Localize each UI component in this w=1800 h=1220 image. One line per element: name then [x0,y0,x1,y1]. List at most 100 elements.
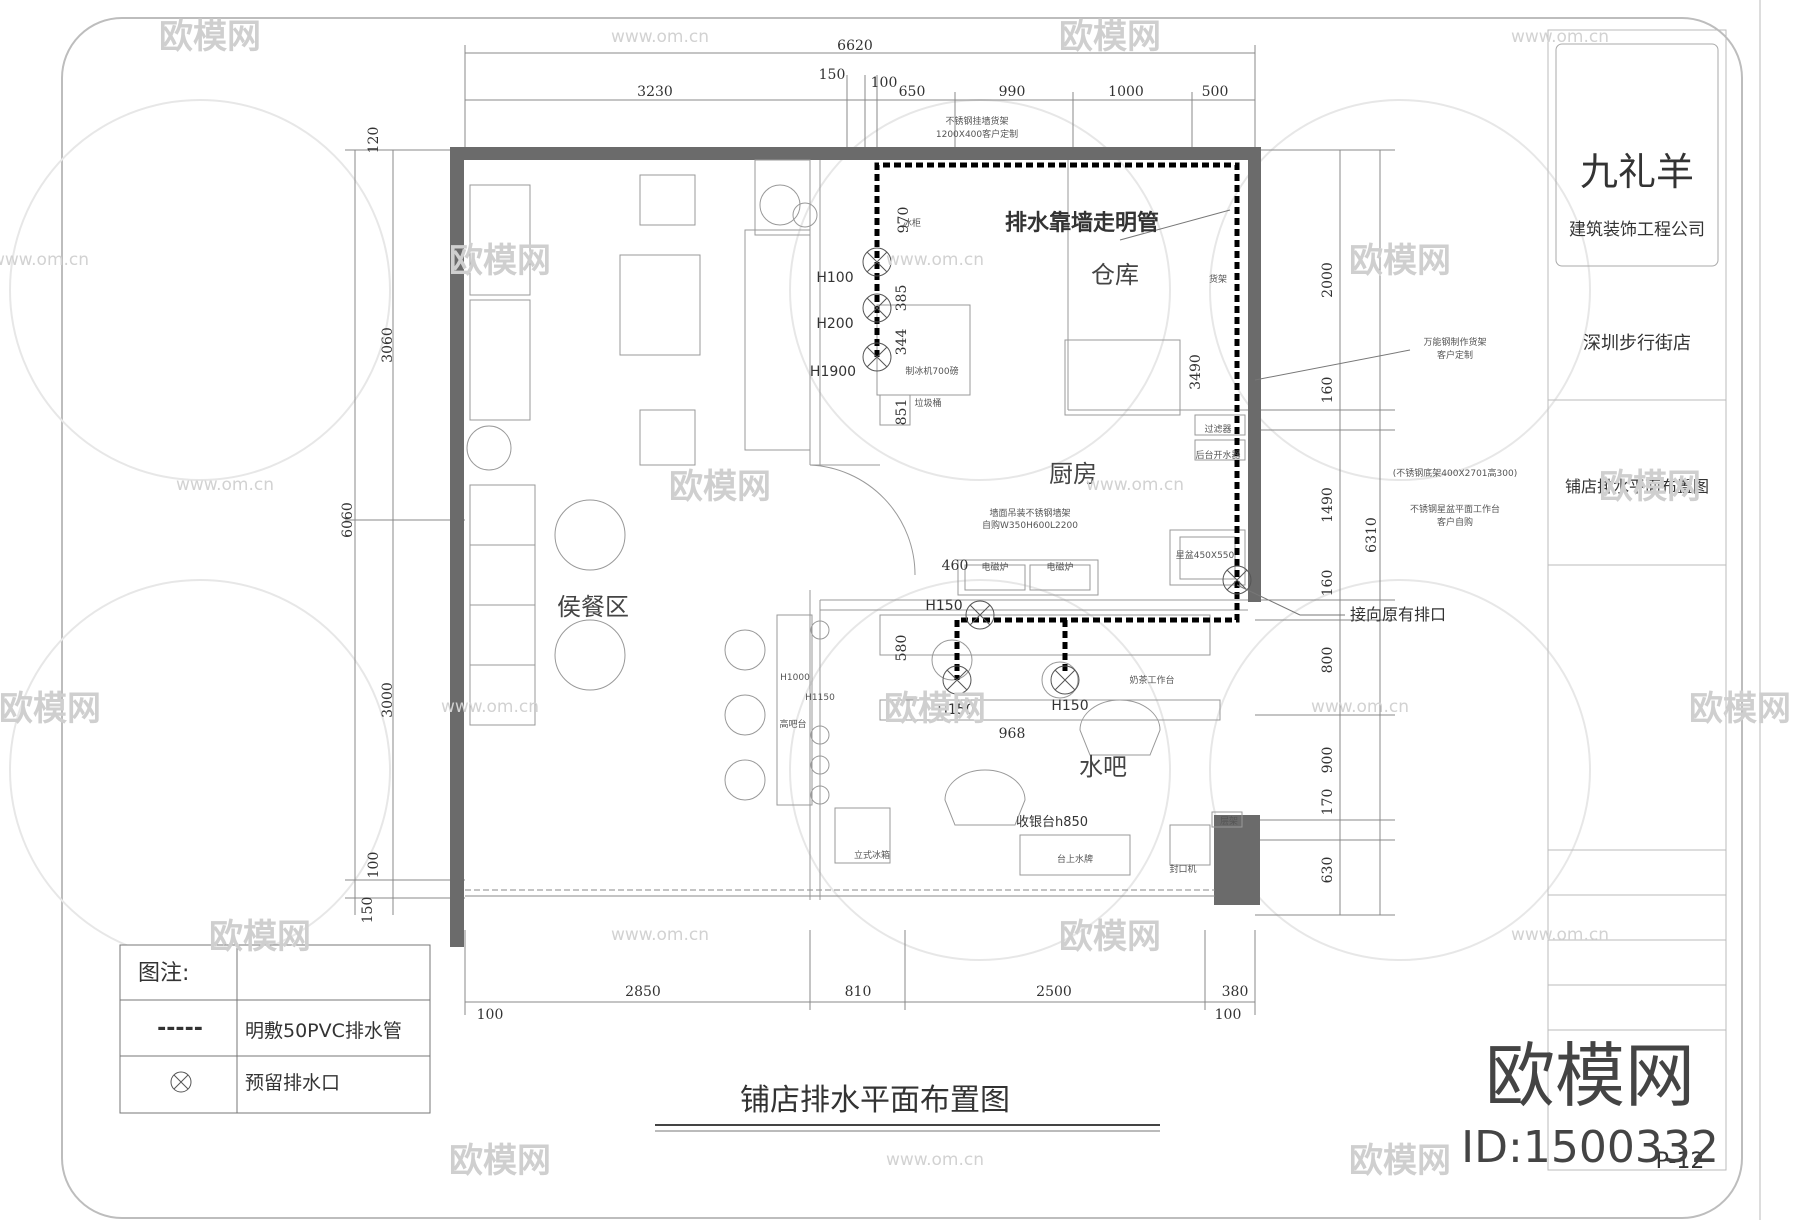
room-kitchen: 厨房 [1049,460,1097,488]
dim-top-2: 150 [819,67,846,83]
room-water-bar: 水吧 [1079,753,1127,781]
company-subtitle: 建筑装饰工程公司 [1569,220,1705,240]
svg-text:客户定制: 客户定制 [1437,349,1473,361]
dim-right-1: 2000 [1320,262,1336,298]
drawing-border [61,17,1743,1219]
brand-watermark: 欧模网 [1485,1035,1695,1117]
svg-text:奶茶工作台: 奶茶工作台 [1129,674,1174,686]
svg-text:385: 385 [894,285,910,312]
svg-text:客户自购: 客户自购 [1437,516,1473,528]
svg-text:欧模网: 欧模网 [1349,241,1451,281]
drawing-name: 铺店排水平面布置图 [1565,477,1709,496]
svg-text:制冰机700磅: 制冰机700磅 [905,365,958,377]
svg-text:欧模网: 欧模网 [884,689,986,729]
svg-text:www.om.cn: www.om.cn [176,475,274,495]
dim-right-6: 800 [1320,647,1336,674]
legend-dashed-desc: 明敷50PVC排水管 [245,1020,402,1042]
drain-outlets [862,247,1252,695]
svg-text:968: 968 [999,726,1026,742]
svg-text:3490: 3490 [1188,354,1204,390]
legend: 图注: ----- 明敷50PVC排水管 预留排水口 [119,944,431,1114]
svg-text:H1150: H1150 [805,693,835,703]
height-labels: H100 H200 H1900 H150 H150 H150 H1000 H11… [780,270,1088,718]
svg-text:H150: H150 [937,702,974,718]
furniture-dining [466,159,971,864]
svg-text:H150: H150 [1051,698,1088,714]
svg-text:电磁炉: 电磁炉 [981,561,1008,573]
dim-right-5: 160 [1320,570,1336,597]
dimension-texts: 6620 3230 150 100 650 990 1000 500 2850 … [340,38,1380,1023]
legend-dashed-symbol: ----- [157,1016,203,1041]
dim-right-9: 630 [1320,857,1336,884]
brand-id: ID:1500332 [1461,1122,1719,1173]
dim-left-2: 3060 [380,327,396,363]
cashier-label: 收银台h850 [1016,815,1088,830]
fixtures-kitchen [879,339,1246,876]
svg-text:高吧台: 高吧台 [779,718,806,730]
dim-right-3: 1490 [1320,487,1336,523]
walls [450,147,1261,947]
svg-text:欧模网: 欧模网 [1599,467,1701,507]
svg-text:欧模网: 欧模网 [449,1141,551,1181]
svg-text:460: 460 [942,558,969,574]
svg-text:欧模网: 欧模网 [1689,689,1791,729]
dim-left-1: 120 [366,127,382,154]
svg-text:970: 970 [896,207,912,234]
page-number: P-12 [1656,1149,1705,1174]
dim-top-5: 990 [999,84,1026,100]
svg-text:不锈钢星盆平面工作台: 不锈钢星盆平面工作台 [1410,503,1500,515]
legend-circle-desc: 预留排水口 [245,1072,340,1094]
leader-lines [1119,209,1411,616]
small-annotations: 不锈钢挂墙货架 1200X400客户定制 万能钢制作货架 客户定制 (不锈钢底架… [779,115,1517,875]
room-waiting-area: 侯餐区 [557,593,629,621]
svg-text:欧模网: 欧模网 [1059,917,1161,957]
svg-text:H150: H150 [925,598,962,614]
dim-top-6: 1000 [1108,84,1144,100]
svg-text:H1000: H1000 [780,673,810,683]
project-name: 深圳步行街店 [1583,333,1691,354]
svg-text:不锈钢挂墙货架: 不锈钢挂墙货架 [945,115,1008,127]
svg-text:自购W350H600L2200: 自购W350H600L2200 [982,519,1078,531]
dim-top-4: 650 [899,84,926,100]
inner-dimensions: 970 385 344 851 3490 460 580 968 [894,207,1204,742]
dim-top-1: 3230 [637,84,673,100]
dim-left-6: 150 [360,897,376,924]
dim-left-5: 100 [366,852,382,879]
svg-text:欧模网: 欧模网 [159,17,261,57]
svg-text:墙面吊装不锈钢墙架: 墙面吊装不锈钢墙架 [989,507,1070,519]
svg-text:www.om.cn: www.om.cn [1511,925,1609,945]
svg-text:欧模网: 欧模网 [209,917,311,957]
svg-text:后台开水器: 后台开水器 [1195,449,1240,461]
dim-right-7: 900 [1320,747,1336,774]
title-block: 九礼羊 建筑装饰工程公司 深圳步行街店 铺店排水平面布置图 P-12 [1547,29,1727,1174]
dim-right-2: 160 [1320,377,1336,404]
svg-text:1200X400客户定制: 1200X400客户定制 [936,128,1018,140]
dim-right-4: 6310 [1364,517,1380,553]
dim-bottom-3: 2500 [1036,984,1072,1000]
legend-drain-outlet-icon [173,1074,189,1090]
svg-text:(不锈钢底架400X2701高300): (不锈钢底架400X2701高300) [1393,467,1517,479]
svg-text:欧模网: 欧模网 [1059,17,1161,57]
dim-bottom-4: 380 [1222,984,1249,1000]
svg-text:封口机: 封口机 [1169,863,1196,875]
drawing-title: 铺店排水平面布置图 [740,1083,1010,1118]
legend-title: 图注: [138,961,189,986]
svg-text:www.om.cn: www.om.cn [886,1150,984,1170]
svg-text:欧模网: 欧模网 [1349,1141,1451,1181]
svg-text:www.om.cn: www.om.cn [1086,475,1184,495]
svg-text:H1900: H1900 [810,364,856,380]
dim-left-3: 6060 [340,502,356,538]
svg-text:www.om.cn: www.om.cn [0,250,89,270]
svg-text:344: 344 [894,329,910,356]
svg-text:欧模网: 欧模网 [449,241,551,281]
svg-text:www.om.cn: www.om.cn [611,27,709,47]
dim-right-8: 170 [1320,789,1336,816]
svg-text:www.om.cn: www.om.cn [441,697,539,717]
svg-text:冰柜: 冰柜 [903,217,921,229]
room-storage: 仓库 [1091,261,1139,289]
watermarks: 欧模网 欧模网 欧模网 欧模网 欧模网 欧模网 欧模网 欧模网 欧模网 欧模网 … [0,17,1791,1181]
dim-left-4: 3000 [380,682,396,718]
svg-text:H100: H100 [816,270,853,286]
company-name: 九礼羊 [1580,150,1694,194]
